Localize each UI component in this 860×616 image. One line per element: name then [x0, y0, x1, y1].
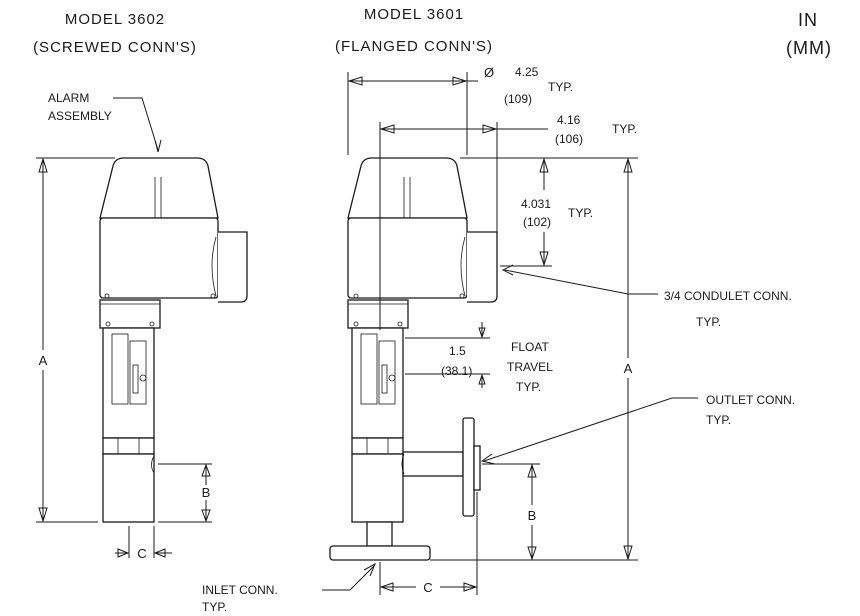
right-dimension-b: B	[482, 463, 540, 561]
left-dim-a-label: A	[39, 353, 48, 368]
inlet-callout: INLET CONN. TYP.	[202, 562, 377, 614]
dim-float-mm: (38.1)	[441, 364, 472, 378]
dim-head-mm: (102)	[523, 215, 551, 229]
dim-head-typ: TYP.	[568, 206, 593, 220]
left-dimension-b: B	[158, 463, 212, 523]
right-dimension-a: A	[430, 157, 638, 561]
float-label-line3: TYP.	[516, 380, 541, 394]
dim-width-in: 4.16	[557, 113, 581, 127]
units-mm-label: (MM)	[786, 38, 832, 58]
condulet-callout: 3/4 CONDULET CONN. TYP.	[501, 264, 792, 329]
dim-width: 4.16 (106) TYP.	[379, 113, 637, 330]
outlet-label-line1: OUTLET CONN.	[706, 393, 795, 407]
model-3602-heading: MODEL 3602	[65, 11, 165, 28]
model-3601-switch	[329, 157, 498, 561]
dim-diameter-in: 4.25	[515, 65, 539, 79]
outlet-label-line2: TYP.	[706, 413, 731, 427]
dim-width-typ: TYP.	[612, 122, 637, 136]
model-3601-heading: MODEL 3601	[364, 6, 464, 23]
condulet-label-line1: 3/4 CONDULET CONN.	[664, 289, 792, 303]
model-3602-subheading: (SCREWED CONN'S)	[33, 39, 197, 56]
right-dim-a-label: A	[624, 361, 633, 376]
dim-diameter-symbol: Ø	[484, 65, 494, 80]
right-dimension-c: C	[379, 492, 478, 595]
left-dim-c-label: C	[137, 546, 146, 561]
units-in-label: IN	[798, 10, 818, 30]
right-dim-b-label: B	[528, 508, 537, 523]
dim-head-in: 4.031	[521, 197, 551, 211]
condulet-label-line2: TYP.	[696, 315, 721, 329]
dim-float-travel: 1.5 (38.1) FLOAT TRAVEL TYP.	[405, 322, 553, 394]
float-label-line1: FLOAT	[511, 340, 549, 354]
dim-diameter-mm: (109)	[504, 92, 532, 106]
dim-diameter-typ: TYP.	[548, 80, 573, 94]
model-3602-switch	[99, 157, 248, 523]
inlet-label-line2: TYP.	[202, 600, 227, 614]
model-3601-subheading: (FLANGED CONN'S)	[335, 38, 493, 55]
left-dimension-c: C	[115, 526, 172, 561]
dim-float-in: 1.5	[449, 344, 466, 358]
left-dimension-a: A	[36, 157, 115, 523]
dim-width-mm: (106)	[555, 132, 583, 146]
outlet-callout: OUTLET CONN. TYP.	[480, 393, 795, 465]
alarm-assembly-callout: ALARM ASSEMBLY	[48, 91, 162, 153]
inlet-label-line1: INLET CONN.	[202, 583, 278, 597]
left-dim-b-label: B	[202, 485, 211, 500]
alarm-label-line2: ASSEMBLY	[48, 109, 112, 123]
right-dim-c-label: C	[423, 580, 432, 595]
float-label-line2: TRAVEL	[507, 360, 553, 374]
alarm-label-line1: ALARM	[48, 91, 89, 105]
dim-head-height: 4.031 (102) TYP.	[460, 157, 638, 267]
dim-diameter: Ø 4.25 (109) TYP.	[347, 65, 573, 155]
